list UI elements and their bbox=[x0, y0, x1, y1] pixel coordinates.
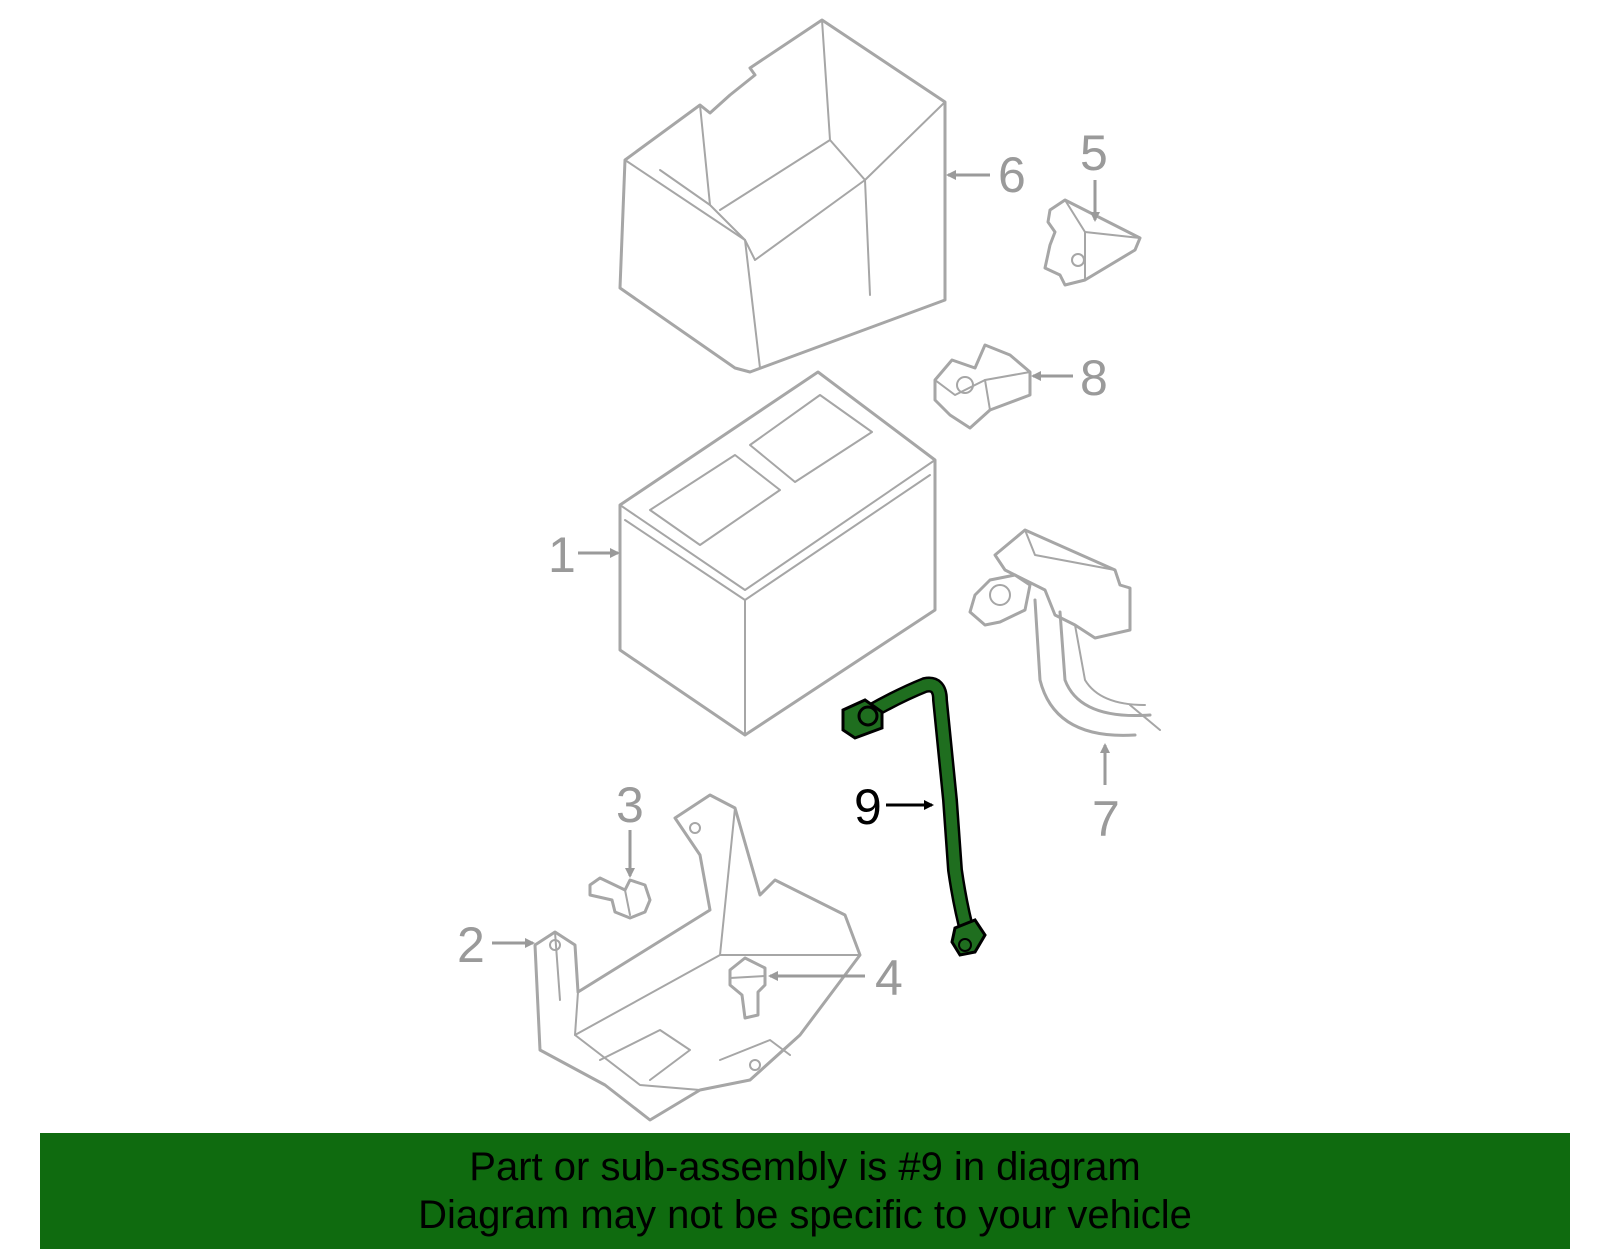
banner-line-1: Part or sub-assembly is #9 in diagram bbox=[469, 1145, 1141, 1189]
bolt-part bbox=[588, 876, 652, 920]
callout-label-4: 4 bbox=[875, 950, 903, 1006]
tray-bolt-part bbox=[728, 956, 767, 1020]
callout-1: 1 bbox=[548, 527, 620, 583]
callout-9: 9 bbox=[854, 779, 934, 835]
terminal-cap-part bbox=[933, 343, 1032, 430]
callout-label-7: 7 bbox=[1092, 791, 1120, 847]
callout-label-3: 3 bbox=[616, 777, 644, 833]
callout-label-5: 5 bbox=[1080, 125, 1108, 181]
callout-label-2: 2 bbox=[457, 917, 485, 973]
battery-part bbox=[618, 370, 937, 737]
callout-6: 6 bbox=[946, 147, 1026, 203]
negative-cable-part bbox=[841, 676, 987, 957]
callout-label-6: 6 bbox=[998, 147, 1026, 203]
hold-down-bracket-part bbox=[1043, 198, 1142, 287]
battery-tray-part bbox=[533, 793, 862, 1122]
info-banner: Part or sub-assembly is #9 in diagram Di… bbox=[40, 1133, 1570, 1249]
battery-cover-part bbox=[618, 18, 947, 374]
callout-8: 8 bbox=[1031, 350, 1108, 406]
callout-2: 2 bbox=[457, 917, 535, 973]
callout-4: 4 bbox=[768, 950, 903, 1006]
callout-label-1: 1 bbox=[548, 527, 576, 583]
banner-line-2: Diagram may not be specific to your vehi… bbox=[418, 1193, 1192, 1237]
positive-cable-part bbox=[968, 528, 1161, 737]
callout-label-9: 9 bbox=[854, 779, 882, 835]
callout-7: 7 bbox=[1092, 743, 1120, 847]
callout-3: 3 bbox=[616, 777, 644, 878]
callout-5: 5 bbox=[1080, 125, 1108, 222]
callout-label-8: 8 bbox=[1080, 350, 1108, 406]
